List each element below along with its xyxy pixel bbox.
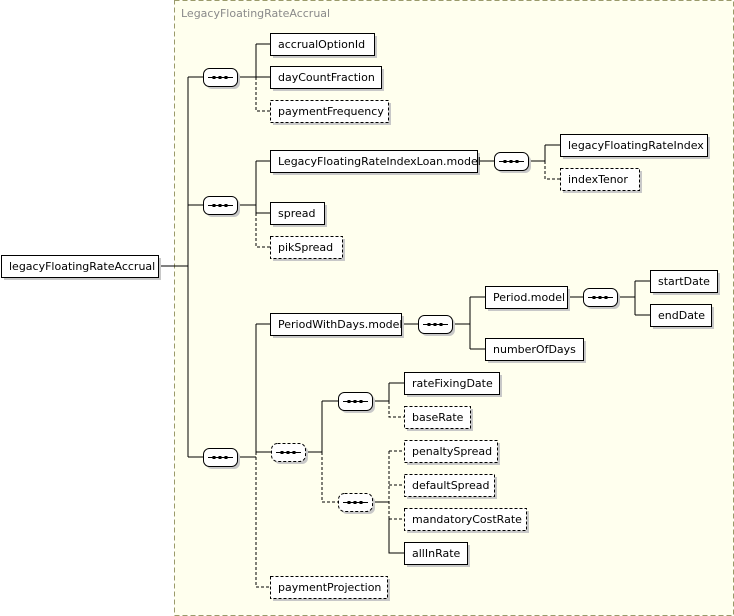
element-pikSpread[interactable]: pikSpread [270,236,346,262]
element-label: accrualOptionId [278,38,365,51]
element-allInRate[interactable]: allInRate [404,542,471,568]
box-frame [270,202,325,225]
element-penaltySpread[interactable]: penaltySpread [404,440,501,466]
element-root[interactable]: legacyFloatingRateAccrual [1,255,162,281]
element-numberOfDays[interactable]: numberOfDays [485,338,587,364]
seq-rate-spreads-icon [338,493,375,514]
element-label: paymentProjection [278,581,381,594]
box-frame [404,406,471,429]
box-frame [270,33,375,56]
seq-rate-choice-icon [271,443,308,464]
box-frame [485,286,568,309]
element-label: paymentFrequency [278,105,384,118]
element-label: indexTenor [568,173,628,186]
element-rateFixingDate[interactable]: rateFixingDate [404,372,503,398]
box-frame [650,304,712,327]
element-periodWithDaysModel[interactable]: PeriodWithDays.model [270,313,405,339]
element-label: numberOfDays [493,343,576,356]
box-frame [560,168,640,191]
element-label: Period.model [493,291,565,304]
seq-period-icon [418,315,455,336]
box-frame [404,372,500,395]
seq-period-dates-icon [583,288,620,309]
seq-top-icon [203,68,240,89]
element-label: legacyFloatingRateAccrual [9,260,155,273]
element-label: mandatoryCostRate [412,513,522,526]
box-frame [404,542,468,565]
element-paymentFrequency[interactable]: paymentFrequency [270,100,392,126]
element-baseRate[interactable]: baseRate [404,406,474,432]
element-label: penaltySpread [412,445,492,458]
element-dayCountFraction[interactable]: dayCountFraction [270,66,385,92]
element-label: defaultSpread [412,479,489,492]
element-label: endDate [658,309,705,322]
sequence-compositors [203,68,620,514]
box-frame [270,150,478,173]
seq-period-with-days-icon [203,448,240,469]
box-frame [270,313,402,336]
element-label: baseRate [412,411,464,424]
element-paymentProjection[interactable]: paymentProjection [270,576,391,602]
box-frame [270,66,382,89]
seq-index-icon [203,196,240,217]
element-endDate[interactable]: endDate [650,304,715,330]
box-frame [560,134,708,157]
element-label: dayCountFraction [278,71,375,84]
box-frame [1,255,159,278]
element-label: spread [278,207,316,220]
element-label: PeriodWithDays.model [278,318,402,331]
element-label: startDate [658,275,710,288]
group-title: LegacyFloatingRateAccrual [181,7,330,20]
element-label: pikSpread [278,241,333,254]
element-spread[interactable]: spread [270,202,328,228]
element-indexTenor[interactable]: indexTenor [560,168,643,194]
box-frame [270,236,343,259]
element-defaultSpread[interactable]: defaultSpread [404,474,498,500]
box-frame [650,270,718,293]
element-accrualOptionId[interactable]: accrualOptionId [270,33,378,59]
box-frame [270,100,389,123]
seq-rate-fixing-icon [338,392,375,413]
box-frame [404,474,495,497]
element-startDate[interactable]: startDate [650,270,721,296]
element-label: legacyFloatingRateIndex [568,139,704,152]
element-label: LegacyFloatingRateIndexLoan.model [278,155,481,168]
element-label: allInRate [412,547,461,560]
element-periodModel[interactable]: Period.model [485,286,571,312]
box-frame [404,508,527,531]
element-indexLoanModel[interactable]: LegacyFloatingRateIndexLoan.model [270,150,481,176]
element-label: rateFixingDate [412,377,493,390]
seq-index-loan-icon [494,152,531,173]
element-mandatoryCostRate[interactable]: mandatoryCostRate [404,508,530,534]
connector-lines [158,43,650,588]
element-legacyFloatingRateIndex[interactable]: legacyFloatingRateIndex [560,134,711,160]
box-frame [485,338,584,361]
box-frame [404,440,498,463]
box-frame [270,576,388,599]
element-boxes: legacyFloatingRateAccrual accrualOptionId… [1,33,721,602]
